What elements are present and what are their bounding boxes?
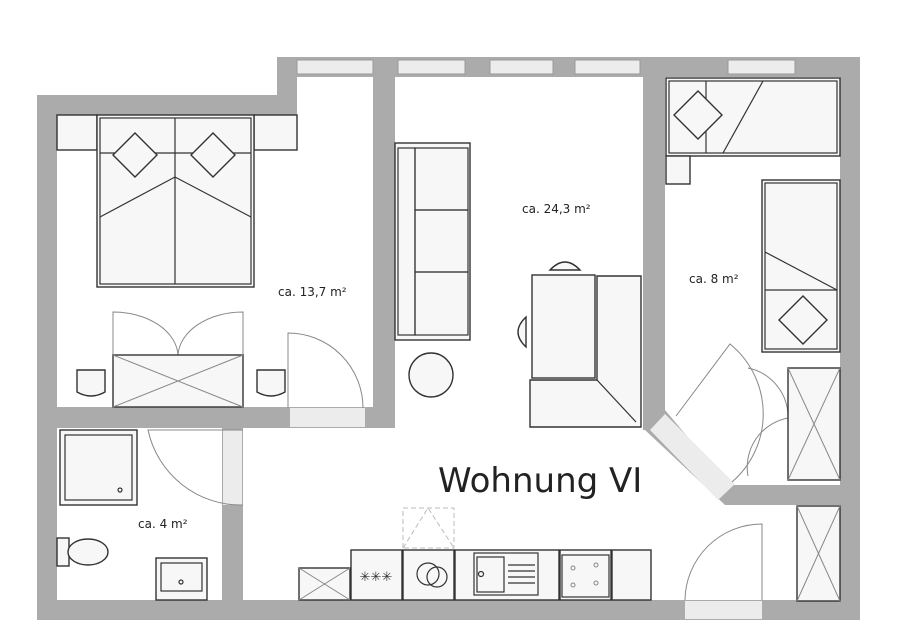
double-bed <box>56 114 298 288</box>
bedroom-area-label: ca. 13,7 m² <box>278 285 347 299</box>
freezer-stars-icon: ✳✳✳ <box>360 570 393 585</box>
small-bedroom-area-label: ca. 8 m² <box>689 272 739 286</box>
sink-icon <box>473 552 539 596</box>
hall-cabinet <box>796 505 841 602</box>
wardrobe-dresser <box>112 311 244 408</box>
wardrobe-small <box>746 367 841 481</box>
living-area-label: ca. 24,3 m² <box>522 202 591 216</box>
single-bed-side <box>761 179 841 353</box>
round-table <box>408 352 454 398</box>
sofa <box>394 142 471 341</box>
shower-tray <box>59 429 138 506</box>
fridge-icon <box>350 549 403 601</box>
dishwasher-icon <box>402 549 455 601</box>
toilet-icon <box>56 537 109 567</box>
dining-corner-bench <box>517 261 642 428</box>
single-bed-top <box>665 77 841 185</box>
door-openings <box>223 408 762 619</box>
bathroom-area-label: ca. 4 m² <box>138 517 188 531</box>
washbasin-icon <box>155 557 208 601</box>
chair-icon <box>76 369 286 397</box>
kitchen-row: ✳✳✳ <box>298 507 652 601</box>
apartment-title: Wohnung VI <box>438 461 642 501</box>
cooktop-icon <box>561 554 610 598</box>
windows <box>296 59 796 75</box>
